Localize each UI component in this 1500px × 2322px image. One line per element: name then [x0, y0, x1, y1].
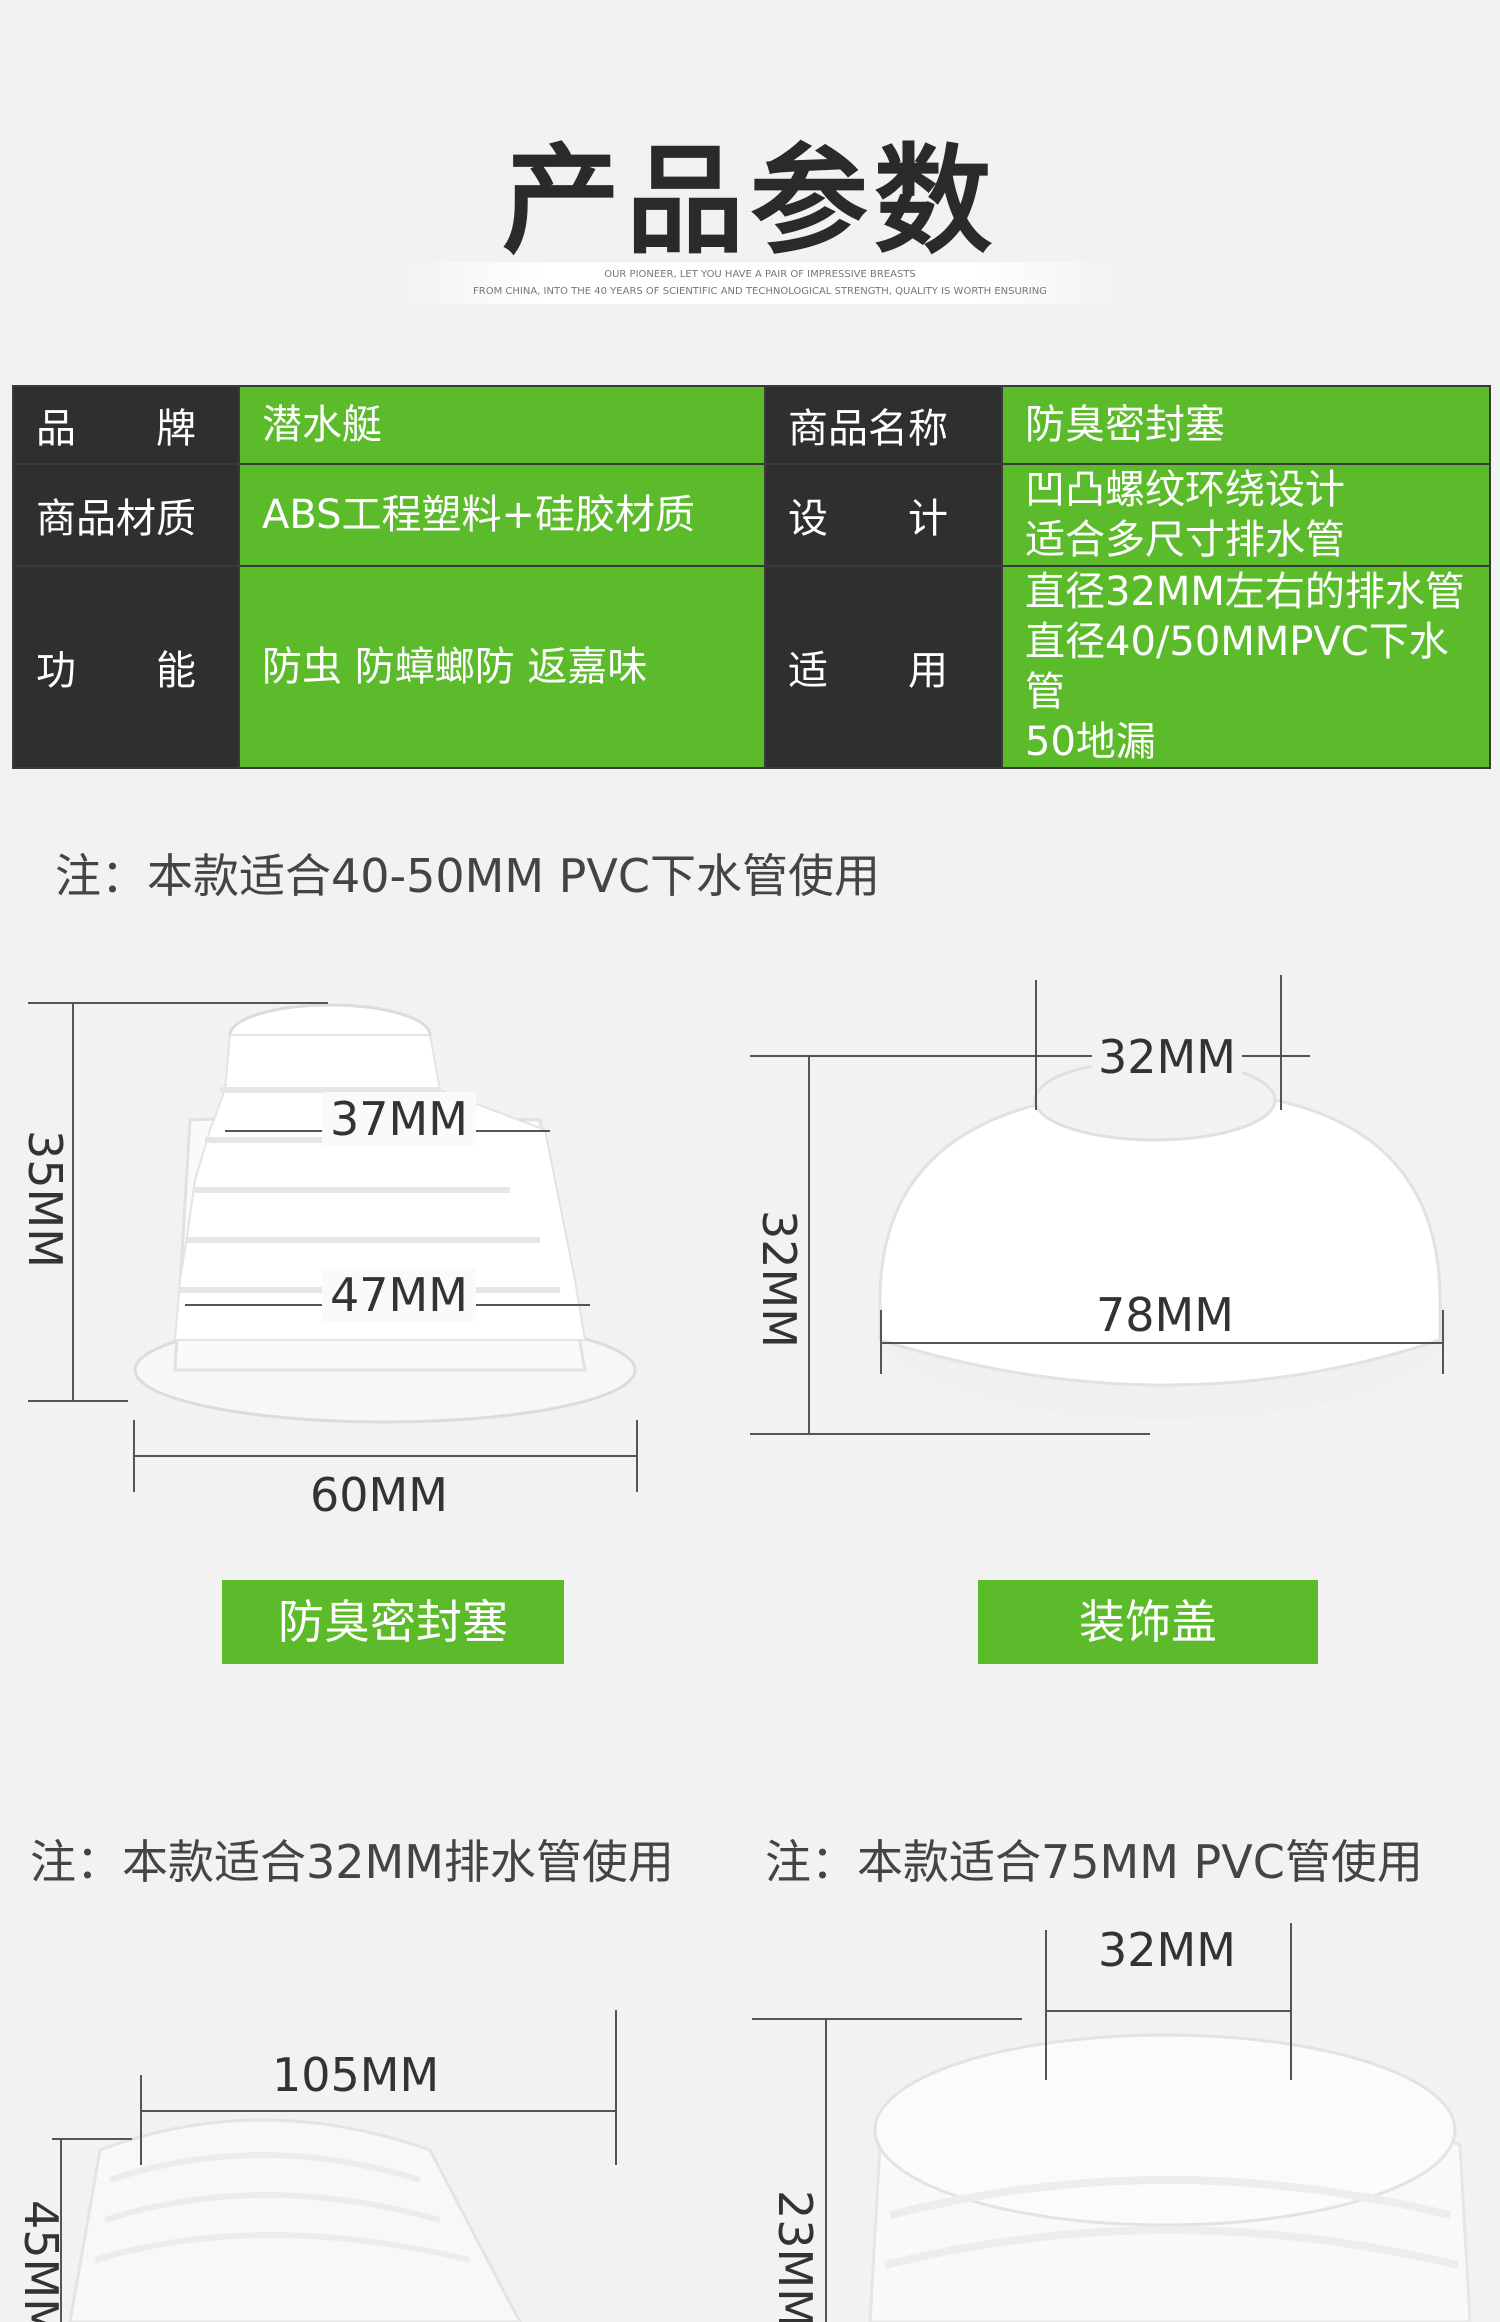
pvc-top-line [1045, 2010, 1290, 2012]
params-row-material: 商品材质 ABS工程塑料+硅胶材质 设 计 凹凸螺纹环绕设计 适合多尺寸排水管 [12, 463, 1491, 567]
param-value-line: 凹凸螺纹环绕设计 [1025, 467, 1345, 513]
base-diameter-line [133, 1455, 638, 1457]
params-row-brand: 品 牌 潜水艇 商品名称 防臭密封塞 [12, 385, 1491, 465]
param-value: 潜水艇 [238, 385, 766, 465]
cover-illustration [878, 1058, 1450, 1420]
pvc-top-diameter-label: 32MM [1098, 1923, 1236, 1977]
param-value: 直径32MM左右的排水管 直径40/50MMPVC下水管 50地漏 [1001, 565, 1491, 769]
param-value-line: 适合多尺寸排水管 [1025, 517, 1345, 563]
section2-note-left: 注：本款适合32MM排水管使用 [30, 1835, 674, 1889]
param-key: 功 能 [12, 565, 240, 769]
drain-height-line [60, 2138, 62, 2322]
seal-mid-diameter-label: 47MM [322, 1268, 476, 1322]
dimension-guide [1280, 975, 1282, 1110]
seal-plug-label: 防臭密封塞 [222, 1580, 564, 1664]
pvc-75-plug-diagram: 32MM 23MM [740, 1915, 1480, 2322]
dimension-guide [140, 2075, 142, 2165]
param-value-line: 直径32MM左右的排水管 [1025, 569, 1465, 615]
dimension-guide [28, 1002, 328, 1004]
param-value: 凹凸螺纹环绕设计 适合多尺寸排水管 [1001, 463, 1491, 567]
cover-top-line [750, 1055, 1310, 1057]
drain-width-line [140, 2110, 615, 2112]
section1-note: 注：本款适合40-50MM PVC下水管使用 [55, 849, 880, 903]
page-title: 产品参数 [501, 132, 998, 270]
drain-plug-32-diagram: 105MM 45MM [0, 2000, 700, 2322]
cover-height-label: 32MM [752, 1210, 806, 1348]
dimension-guide [1290, 1923, 1292, 2080]
dimension-guide [133, 1420, 135, 1492]
drain-width-label: 105MM [272, 2048, 440, 2102]
page-subtitle: OUR PIONEER, LET YOU HAVE A PAIR OF IMPR… [400, 262, 1120, 304]
cover-top-diameter-label: 32MM [1092, 1030, 1242, 1084]
dimension-guide [615, 2010, 617, 2165]
pvc-height-label: 23MM [768, 2190, 822, 2322]
cover-diagram: 32MM 32MM 78MM [740, 970, 1460, 1530]
dimension-guide [750, 1433, 1150, 1435]
param-key: 品 牌 [12, 385, 240, 465]
cover-height-line [808, 1055, 810, 1435]
dimension-guide [1035, 980, 1037, 1110]
params-row-function: 功 能 防虫 防蟑螂防 返嘉味 适 用 直径32MM左右的排水管 直径40/50… [12, 565, 1491, 769]
cover-label: 装饰盖 [978, 1580, 1318, 1664]
param-value-line: 50地漏 [1025, 719, 1156, 765]
seal-plug-diagram: 35MM 37MM 47MM 60MM [0, 980, 700, 1540]
params-table: 品 牌 潜水艇 商品名称 防臭密封塞 商品材质 ABS工程塑料+硅胶材质 设 计… [12, 385, 1491, 769]
pvc-75-plug-illustration [868, 2033, 1472, 2322]
subtitle-line-1: OUR PIONEER, LET YOU HAVE A PAIR OF IMPR… [604, 269, 916, 280]
pvc-height-line [825, 2018, 827, 2322]
subtitle-line-2: FROM CHINA, INTO THE 40 YEARS OF SCIENTI… [473, 286, 1047, 297]
dimension-guide [752, 2018, 1022, 2020]
param-value: 防虫 防蟑螂防 返嘉味 [238, 565, 766, 769]
seal-top-diameter-label: 37MM [322, 1092, 476, 1146]
param-value: 防臭密封塞 [1001, 385, 1491, 465]
dimension-guide [880, 1310, 882, 1374]
section2-note-right: 注：本款适合75MM PVC管使用 [765, 1835, 1423, 1889]
dimension-guide [52, 2138, 132, 2140]
height-dimension-line [72, 1002, 74, 1402]
seal-height-label: 35MM [18, 1130, 72, 1268]
dimension-guide [1442, 1310, 1444, 1374]
cover-outer-diameter-label: 78MM [1096, 1288, 1234, 1342]
param-key: 商品材质 [12, 463, 240, 567]
seal-base-diameter-label: 60MM [310, 1468, 448, 1522]
drain-plug-32-illustration [68, 2118, 522, 2322]
param-value: ABS工程塑料+硅胶材质 [238, 463, 766, 567]
param-value-line: 直径40/50MMPVC下水管 [1025, 619, 1449, 715]
cover-outer-line [880, 1342, 1442, 1344]
param-key: 适 用 [764, 565, 1003, 769]
dimension-guide [1045, 1930, 1047, 2080]
drain-height-label: 45MM [14, 2200, 68, 2322]
param-key: 设 计 [764, 463, 1003, 567]
param-key: 商品名称 [764, 385, 1003, 465]
dimension-guide [636, 1420, 638, 1492]
dimension-guide [28, 1400, 128, 1402]
